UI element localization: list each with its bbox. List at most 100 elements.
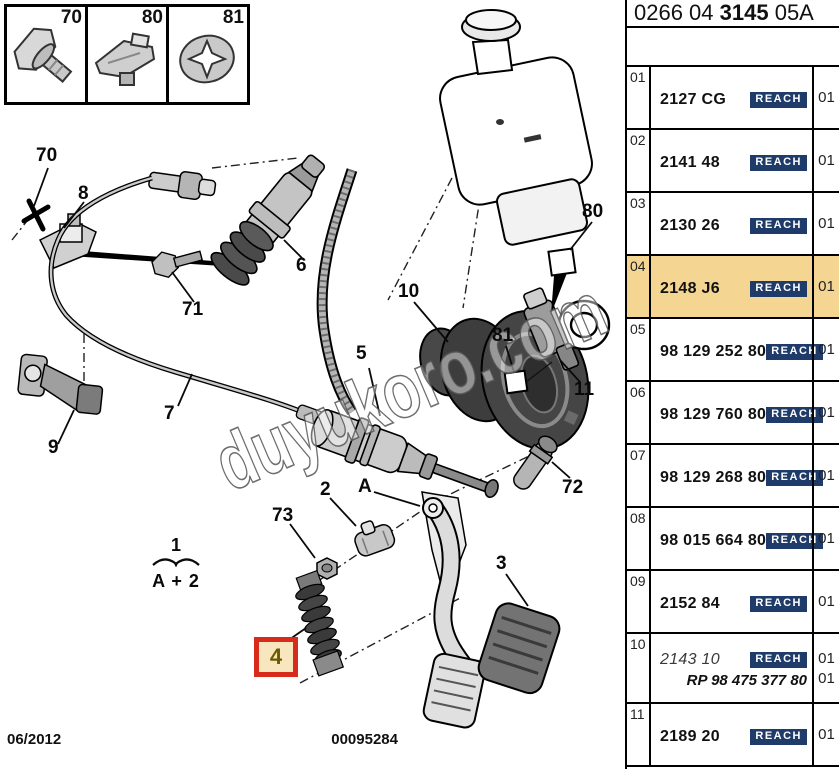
table-blank-band [627, 28, 839, 67]
quantity-value: 01 [818, 669, 835, 687]
quantity-value: 01 [818, 341, 835, 358]
diagram-date: 06/2012 [7, 731, 62, 748]
row-index: 11 [627, 704, 651, 765]
row-quantity: 01 [812, 67, 839, 128]
part-number: 2148 J6 [660, 279, 720, 297]
reach-badge[interactable]: REACH [766, 532, 823, 549]
part-number: 2130 26 [660, 216, 720, 234]
callout-group-1[interactable]: 1 A + 2 [148, 536, 204, 590]
legend-strip: 70 80 [4, 4, 250, 105]
legend-item-81: 81 [166, 4, 250, 105]
row-part-cell: 2148 J6 REACH [651, 256, 812, 317]
reach-badge[interactable]: REACH [750, 91, 807, 108]
callout-9[interactable]: 9 [48, 437, 59, 458]
quantity-value: 01 [818, 278, 835, 295]
row-quantity: 01 [812, 256, 839, 317]
group-callout-bottom: A + 2 [152, 571, 200, 591]
table-row[interactable]: 09 2152 84 REACH 01 [627, 571, 839, 634]
quantity-value: 01 [818, 467, 835, 484]
callout-3[interactable]: 3 [496, 553, 507, 574]
table-row[interactable]: 04 2148 J6 REACH 01 [627, 256, 839, 319]
row-index: 02 [627, 130, 651, 191]
callout-2[interactable]: 2 [320, 479, 331, 500]
row-index: 10 [627, 634, 651, 702]
callout-70[interactable]: 70 [36, 145, 58, 166]
selected-callout-label: 4 [269, 644, 283, 669]
quantity-value: 01 [818, 530, 835, 547]
reach-badge[interactable]: REACH [750, 154, 807, 171]
row-quantity: 01 [812, 193, 839, 254]
reach-badge[interactable]: REACH [750, 595, 807, 612]
reach-badge[interactable]: REACH [750, 217, 807, 234]
row-quantity: 01 [812, 445, 839, 506]
row-index: 03 [627, 193, 651, 254]
reach-badge[interactable]: REACH [750, 280, 807, 297]
row-part-cell: 2130 26 REACH [651, 193, 812, 254]
callout-11[interactable]: 11 [574, 379, 595, 400]
row-quantity: 01 [812, 571, 839, 632]
quantity-value: 01 [818, 593, 835, 610]
callout-A[interactable]: A [358, 476, 372, 497]
table-row[interactable]: 11 2189 20 REACH 01 [627, 704, 839, 767]
quantity-value: 01 [818, 726, 835, 743]
catalog-reference-header: 0266 04 3145 05A [627, 0, 839, 28]
callout-72[interactable]: 72 [562, 477, 584, 498]
diagram-panel: duyukoro.com 70 80 [4, 4, 620, 748]
reach-badge[interactable]: REACH [750, 728, 807, 745]
catalog-code-suffix: 05A [768, 0, 814, 25]
callout-7[interactable]: 7 [164, 403, 175, 424]
quantity-value: 01 [818, 404, 835, 421]
selected-callout-box[interactable]: 4 [254, 637, 298, 677]
row-part-cell: 2189 20 REACH [651, 704, 812, 765]
table-row[interactable]: 03 2130 26 REACH 01 [627, 193, 839, 256]
reach-badge[interactable]: REACH [766, 469, 823, 486]
row-quantity: 01 [812, 130, 839, 191]
callout-80[interactable]: 80 [582, 201, 604, 222]
star-washer-icon [179, 34, 235, 84]
part-number: 2152 84 [660, 594, 720, 612]
row-index: 06 [627, 382, 651, 443]
legend-number: 81 [222, 7, 244, 28]
part-number: 2141 48 [660, 153, 720, 171]
legend-item-70: 70 [4, 4, 88, 105]
reach-badge[interactable]: REACH [766, 406, 823, 423]
replacement-part-number: RP 98 475 377 80 [686, 672, 807, 689]
reach-badge[interactable]: REACH [766, 343, 823, 360]
row-part-cell: 2141 48 REACH [651, 130, 812, 191]
quantity-value: 01 [818, 152, 835, 169]
row-index: 04 [627, 256, 651, 317]
callout-81[interactable]: 81 [492, 325, 514, 346]
row-index: 07 [627, 445, 651, 506]
quantity-value: 01 [818, 89, 835, 106]
spring-clip-icon [94, 32, 156, 86]
callout-73[interactable]: 73 [272, 505, 294, 526]
callout-6[interactable]: 6 [296, 255, 307, 276]
row-quantity: 01 [812, 704, 839, 765]
part-number: 2189 20 [660, 727, 720, 745]
reach-badge[interactable]: REACH [750, 652, 807, 668]
callout-10[interactable]: 10 [398, 281, 420, 302]
diagram-artwork: duyukoro.com [11, 9, 619, 729]
part-number: 2127 CG [660, 90, 727, 108]
row-quantity: 01 [812, 319, 839, 380]
callout-5[interactable]: 5 [356, 343, 367, 364]
callout-8[interactable]: 8 [78, 183, 89, 204]
legend-number: 80 [141, 7, 163, 28]
callout-71[interactable]: 71 [182, 299, 204, 320]
table-row[interactable]: 02 2141 48 REACH 01 [627, 130, 839, 193]
row-index: 09 [627, 571, 651, 632]
